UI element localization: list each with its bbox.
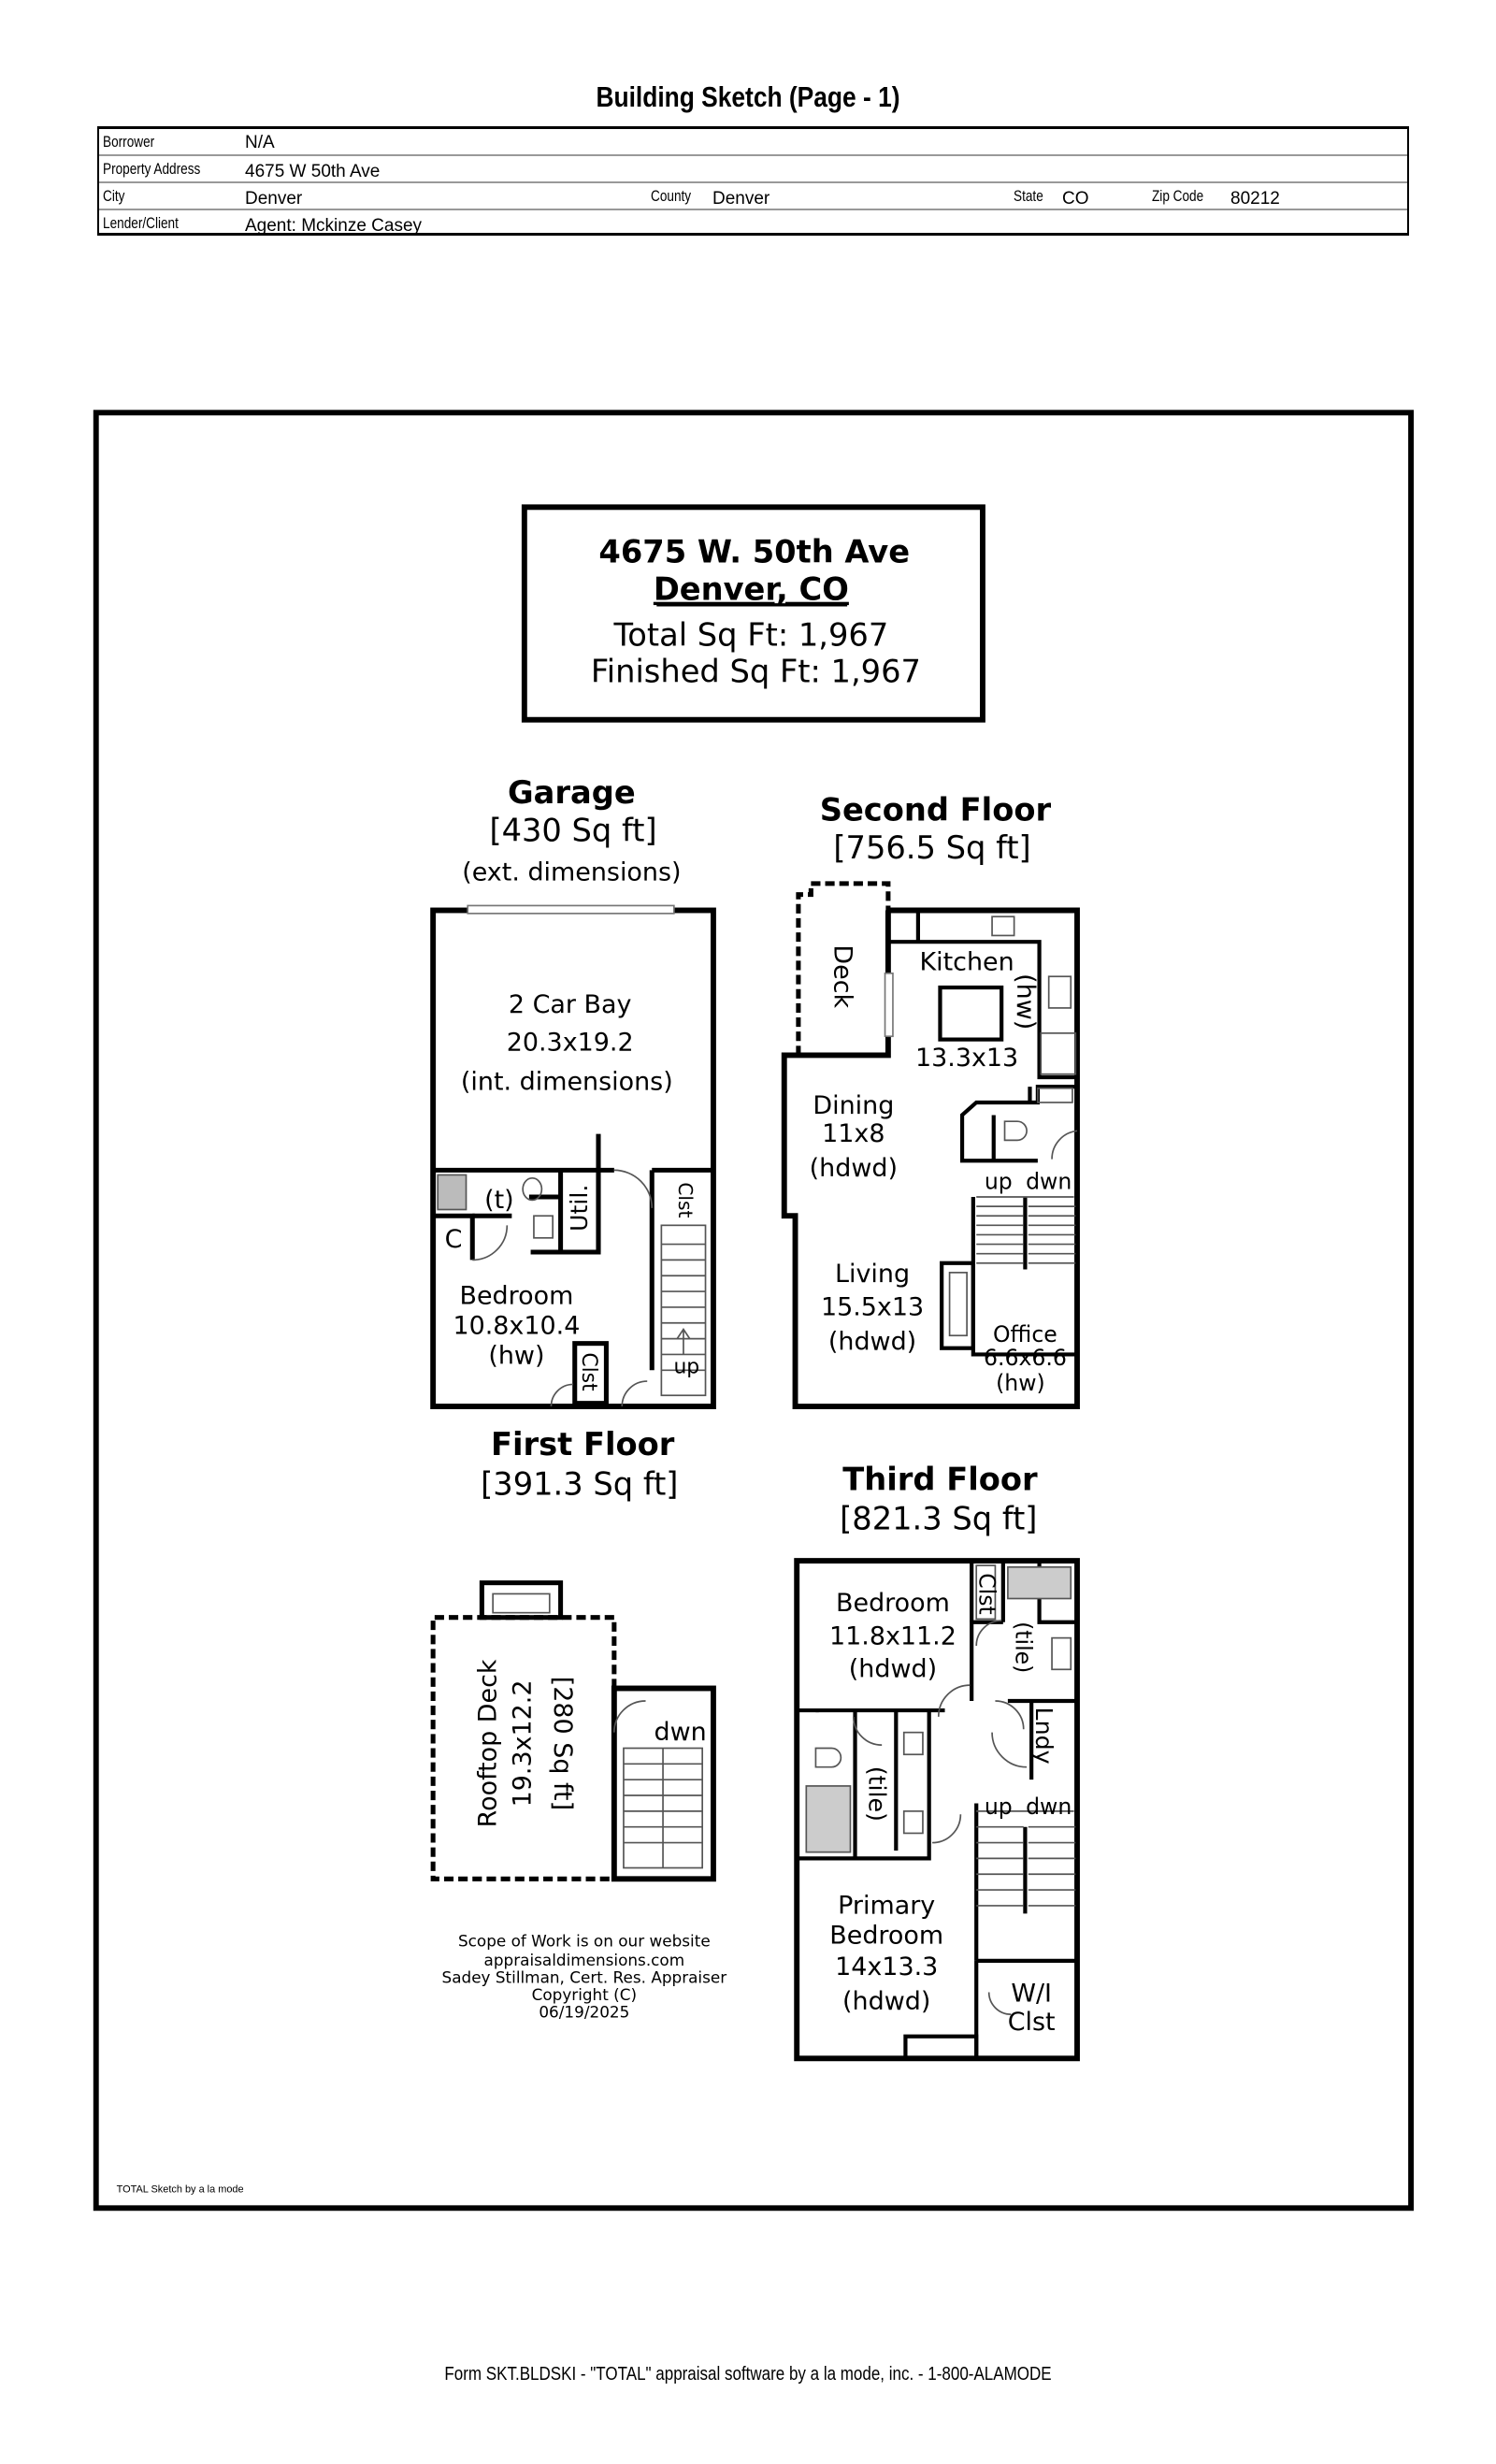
second-floor-title: Second Floor bbox=[820, 792, 1052, 829]
stair-down-label: dwn bbox=[1026, 1169, 1072, 1195]
subject-info-table: Borrower N/A Property Address 4675 W 50t… bbox=[97, 126, 1409, 236]
primary-bedroom-floor: (hdwd) bbox=[842, 1987, 930, 2016]
garage-note: (ext. dimensions) bbox=[462, 858, 681, 887]
office-dim: 6.6x6.6 bbox=[984, 1345, 1067, 1371]
walkin-closet-label-2: Clst bbox=[1008, 2008, 1056, 2037]
living-label: Living bbox=[835, 1260, 910, 1289]
rooftop-stair-down: dwn bbox=[654, 1718, 706, 1747]
garage-bath-label: (t) bbox=[484, 1186, 514, 1215]
third-bath1-floor: (tile) bbox=[1010, 1621, 1036, 1673]
borrower-label: Borrower bbox=[103, 133, 155, 151]
city-label: City bbox=[103, 187, 125, 205]
zip-value: 80212 bbox=[1230, 189, 1280, 209]
lender-value: Agent: Mckinze Casey bbox=[245, 216, 423, 236]
credit-line: Sadey Stillman, Cert. Res. Appraiser bbox=[442, 1967, 727, 1986]
garage-door bbox=[467, 904, 675, 915]
garage-stair-up: up bbox=[673, 1356, 699, 1379]
second-floor-area: [756.5 Sq ft] bbox=[833, 829, 1030, 866]
garage-plan: Garage [430 Sq ft] (ext. dimensions) bbox=[430, 774, 716, 1409]
kitchen-floor: (hw) bbox=[1011, 973, 1040, 1030]
kitchen-label: Kitchen bbox=[919, 948, 1014, 977]
first-floor-plan: First Floor [391.3 Sq ft] Rooftop Deck 1… bbox=[430, 1426, 716, 1882]
third-floor-plan: Third Floor [821.3 Sq ft] bbox=[794, 1461, 1080, 2062]
garage-bedroom-dim: 10.8x10.4 bbox=[453, 1312, 580, 1341]
county-label: County bbox=[651, 187, 692, 205]
garage-clst-label: Clst bbox=[674, 1182, 697, 1218]
third-bedroom-dim: 11.8x11.2 bbox=[829, 1621, 957, 1650]
third-bedroom-label: Bedroom bbox=[836, 1589, 950, 1618]
state-label: State bbox=[1014, 187, 1043, 205]
third-floor-title: Third Floor bbox=[842, 1461, 1038, 1497]
third-floor-area: [821.3 Sq ft] bbox=[840, 1500, 1037, 1536]
living-dim: 15.5x13 bbox=[821, 1292, 924, 1321]
form-footer: Form SKT.BLDSKI - "TOTAL" appraisal soft… bbox=[444, 2364, 1052, 2385]
borrower-row: Borrower N/A bbox=[99, 129, 1407, 156]
dining-floor: (hdwd) bbox=[810, 1154, 898, 1183]
office-floor: (hw) bbox=[996, 1370, 1045, 1396]
summary-total: Total Sq Ft: 1,967 bbox=[612, 617, 888, 654]
garage-bedroom-label: Bedroom bbox=[459, 1282, 573, 1311]
credit-line: 06/19/2025 bbox=[539, 2003, 629, 2022]
credit-line: appraisaldimensions.com bbox=[484, 1951, 685, 1969]
appraiser-credits: Scope of Work is on our website appraisa… bbox=[442, 1932, 727, 2022]
stair-up-label: up bbox=[985, 1169, 1013, 1195]
lender-row: Lender/Client Agent: Mckinze Casey bbox=[99, 210, 1407, 238]
kitchen-dim: 13.3x13 bbox=[915, 1044, 1018, 1073]
garage-bay-note: (int. dimensions) bbox=[461, 1068, 673, 1097]
summary-finished: Finished Sq Ft: 1,967 bbox=[591, 653, 921, 689]
rooftop-dim: 19.3x12.2 bbox=[509, 1679, 538, 1807]
third-bath2-floor: (tile) bbox=[864, 1766, 891, 1822]
first-floor-area: [391.3 Sq ft] bbox=[481, 1465, 678, 1502]
second-floor-plan: Second Floor [756.5 Sq ft] Deck bbox=[781, 792, 1080, 1409]
primary-bedroom-dim: 14x13.3 bbox=[835, 1952, 938, 1981]
credit-line: Scope of Work is on our website bbox=[458, 1932, 711, 1951]
city-row: City Denver County Denver State CO Zip C… bbox=[99, 183, 1407, 210]
page-title: Building Sketch (Page - 1) bbox=[596, 80, 900, 113]
third-stair-down: dwn bbox=[1026, 1794, 1072, 1820]
city-value: Denver bbox=[245, 189, 303, 209]
state-value: CO bbox=[1062, 189, 1089, 209]
address-value: 4675 W 50th Ave bbox=[245, 162, 381, 181]
county-value: Denver bbox=[712, 189, 770, 209]
primary-bedroom-label-2: Bedroom bbox=[829, 1921, 943, 1950]
address-row: Property Address 4675 W 50th Ave bbox=[99, 156, 1407, 183]
rooftop-label: Rooftop Deck bbox=[474, 1659, 503, 1827]
garage-bedroom-floor: (hw) bbox=[488, 1342, 544, 1371]
rooftop-area: [280 Sq ft] bbox=[548, 1677, 577, 1810]
living-floor: (hdwd) bbox=[828, 1327, 916, 1356]
walkin-closet-label-1: W/I bbox=[1011, 1980, 1052, 2009]
primary-bedroom-label-1: Primary bbox=[838, 1891, 935, 1920]
dining-label: Dining bbox=[813, 1091, 894, 1120]
garage-clst2-label: Clst bbox=[577, 1352, 600, 1391]
credit-line: Copyright (C) bbox=[532, 1985, 637, 2004]
summary-address: 4675 W. 50th Ave bbox=[598, 533, 910, 569]
summary-city: Denver, CO bbox=[654, 571, 849, 608]
office-label: Office bbox=[993, 1321, 1057, 1347]
borrower-value: N/A bbox=[245, 133, 275, 152]
third-clst-label: Clst bbox=[974, 1573, 1000, 1615]
zip-label: Zip Code bbox=[1152, 187, 1204, 205]
garage-util-label: Util. bbox=[566, 1185, 593, 1232]
garage-area: [430 Sq ft] bbox=[489, 812, 656, 848]
garage-bay-dim: 20.3x19.2 bbox=[507, 1028, 634, 1057]
sketch-frame bbox=[93, 410, 1414, 2212]
deck-label: Deck bbox=[828, 944, 857, 1008]
address-label: Property Address bbox=[103, 160, 201, 178]
software-note: TOTAL Sketch by a la mode bbox=[117, 2183, 244, 2195]
garage-c-label: C bbox=[445, 1225, 463, 1254]
garage-bay-label: 2 Car Bay bbox=[509, 990, 632, 1019]
third-stair-up: up bbox=[985, 1794, 1013, 1820]
dining-dim: 11x8 bbox=[822, 1119, 885, 1148]
summary-box: 4675 W. 50th Ave Denver, CO Total Sq Ft:… bbox=[521, 504, 985, 723]
third-bedroom-floor: (hdwd) bbox=[849, 1655, 937, 1684]
laundry-label: Lndy bbox=[1030, 1708, 1057, 1765]
lender-label: Lender/Client bbox=[103, 214, 179, 232]
first-floor-title: First Floor bbox=[491, 1426, 675, 1463]
garage-title: Garage bbox=[508, 774, 636, 811]
